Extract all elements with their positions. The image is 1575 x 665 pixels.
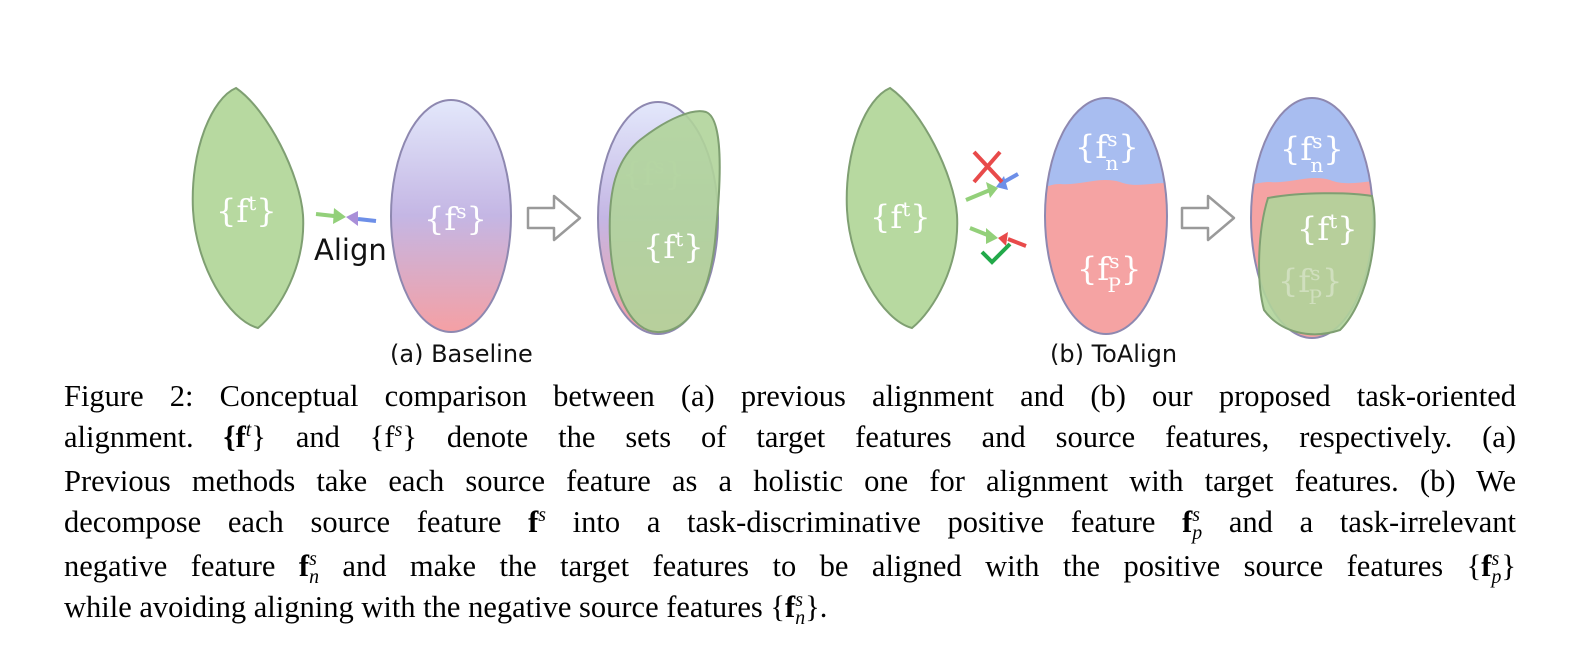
baseline-result: {fs} {ft}	[597, 101, 721, 335]
check-icon	[980, 242, 1012, 265]
caption-line-1: Figure 2: Conceptual comparison between …	[64, 379, 1516, 413]
cross-icon	[972, 150, 1004, 184]
result-target-label: {ft}	[1297, 209, 1358, 248]
align-label: Align	[314, 233, 387, 267]
figure-caption: Figure 2: Conceptual comparison between …	[64, 376, 1516, 628]
target-features-blob	[191, 86, 305, 330]
align-arrows	[315, 208, 377, 226]
accepted-alignment	[969, 226, 1027, 265]
arrow-right-outline-icon	[526, 194, 582, 242]
overlap-target-label: {ft}	[643, 227, 704, 266]
target-blob-label-b: {ft}	[870, 197, 931, 236]
arrow-right-outline-icon	[1180, 194, 1236, 242]
source-blob-label: {fs}	[424, 199, 487, 238]
panel-a-caption: (a) Baseline	[390, 340, 533, 368]
caption-line-6: while avoiding aligning with the negativ…	[64, 589, 828, 629]
caption-line-4: decompose each source feature fs into a …	[64, 503, 1516, 544]
figure-illustration: {ft} Align {fs} {fs} {ft} (a)	[191, 86, 1376, 368]
panel-b-caption: (b) ToAlign	[1050, 340, 1177, 368]
caption-line-2: alignment. {ft} and {fs} denote the sets…	[64, 418, 1516, 454]
caption-line-3: Previous methods take each source featur…	[64, 464, 1516, 498]
target-features-blob-b	[845, 86, 959, 330]
rejected-alignment	[965, 150, 1019, 202]
source-features-blob	[390, 99, 512, 333]
target-blob-label: {ft}	[216, 191, 277, 230]
panel-a: {ft} Align {fs} {fs} {ft} (a)	[191, 86, 721, 368]
